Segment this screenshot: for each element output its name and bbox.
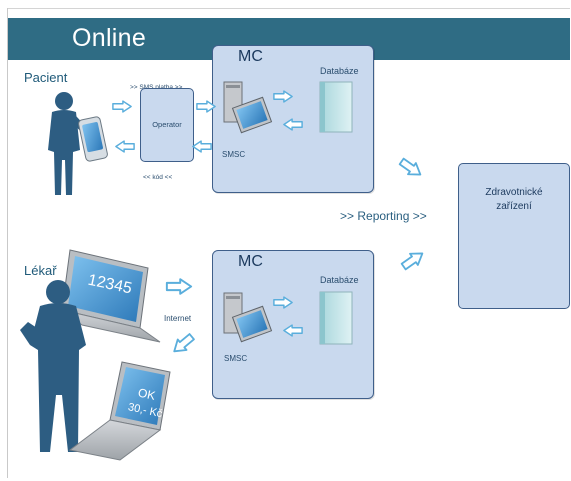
facility-label-line1: Zdravotnické [485, 187, 543, 198]
mc-bottom-db-label: Databáze [320, 275, 359, 285]
laptop-bottom-screen-text-line1: OK [137, 385, 157, 402]
reporting-arrow-top [396, 154, 426, 182]
arrow-operator-to-patient [115, 140, 135, 153]
operator-label: Operator [152, 120, 182, 129]
arrow-mc-to-operator [192, 140, 212, 153]
mc-top-arrow-from-db [283, 118, 303, 131]
mc-top-db-label: Databáze [320, 66, 359, 76]
doctor-silhouette [20, 280, 86, 452]
code-label: << kód << [143, 174, 173, 181]
mc-bottom-computer-icon [223, 292, 273, 343]
laptop-top-icon [61, 249, 161, 343]
mc-bottom-arrow-to-db [273, 296, 293, 309]
mc-top-smsc-label: SMSC [222, 150, 246, 159]
mobile-phone-icon [78, 116, 108, 162]
arrow-patient-to-operator [112, 100, 132, 113]
arrow-internet-to-laptop [168, 330, 198, 358]
reporting-arrow-bottom [398, 246, 428, 274]
mc-top-database-icon [319, 81, 353, 133]
mc-bottom-database-icon [319, 291, 353, 345]
arrow-operator-to-mc [196, 100, 216, 113]
facility-box: Zdravotnické zařízení [458, 163, 570, 309]
sms-payment-label: >> SMS platba >> [130, 84, 182, 91]
reporting-label: >> Reporting >> [340, 209, 427, 223]
mc-bottom-arrow-from-db [283, 324, 303, 337]
mc-top-arrow-to-db [273, 90, 293, 103]
laptop-bottom-icon [68, 361, 171, 461]
facility-label-line2: zařízení [496, 201, 532, 212]
arrow-laptop-to-mc [165, 278, 193, 295]
patient-label: Pacient [24, 70, 68, 85]
doctor-label: Lékař [24, 263, 57, 278]
mc-bottom-smsc-label: SMSC [224, 354, 248, 363]
mc-bottom-title: MC [238, 253, 263, 270]
mc-top-title: MC [238, 48, 263, 65]
frame-top-line [7, 8, 570, 9]
facility-label: Zdravotnické zařízení [459, 186, 569, 214]
internet-label: Internet [164, 314, 192, 323]
header-title: Online [72, 24, 147, 52]
operator-box: Operator [140, 88, 194, 162]
mc-top-computer-icon [223, 81, 273, 134]
frame-left-line [7, 8, 8, 478]
